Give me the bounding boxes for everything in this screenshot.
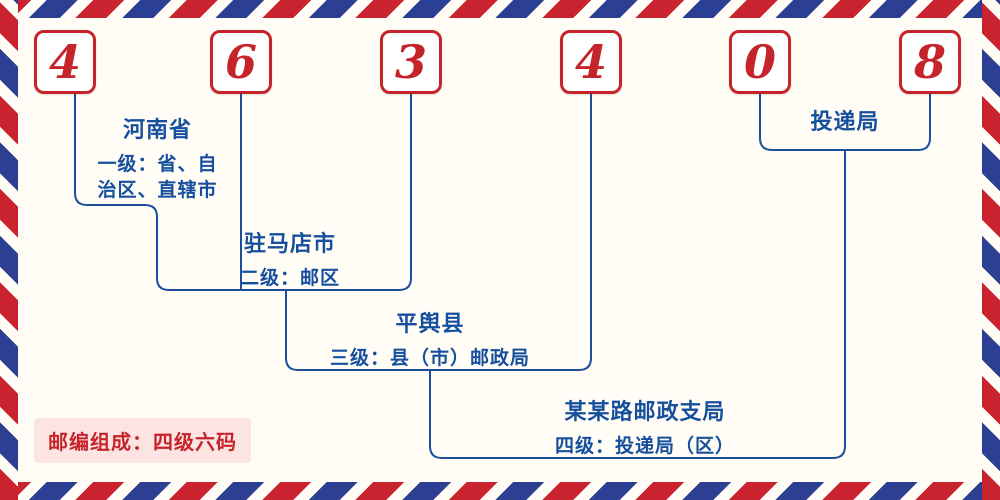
digit-box-4: 4 [560, 30, 622, 94]
digit: 6 [224, 35, 257, 89]
level1-description: 一级：省、自治区、直辖市 [97, 154, 218, 201]
digit-box-6: 8 [899, 30, 961, 94]
level1-place-name: 河南省 [122, 117, 192, 142]
digit: 4 [574, 35, 607, 89]
level2-description: 二级：邮区 [239, 268, 340, 289]
level4-place-name: 某某路邮政支局 [564, 399, 726, 424]
airmail-border-left [0, 0, 18, 500]
composition-note: 邮编组成：四级六码 [34, 418, 251, 463]
connector-level3 [285, 93, 592, 371]
level4-branch-label: 某某路邮政支局 四级：投递局（区） [515, 394, 775, 460]
level2-place-name: 驻马店市 [243, 231, 336, 256]
connector-level1 [74, 93, 412, 291]
digit-box-5: 0 [729, 30, 791, 94]
level4-description: 四级：投递局（区） [554, 436, 735, 457]
digit-box-1: 4 [34, 30, 96, 94]
airmail-border-top [0, 0, 1000, 18]
airmail-border-right [982, 0, 1000, 500]
delivery-office-label: 投递局 [785, 104, 905, 136]
level2-postal-zone-label: 驻马店市 二级：邮区 [210, 226, 370, 292]
level3-description: 三级：县（市）邮政局 [329, 348, 530, 369]
digit: 0 [743, 35, 776, 89]
level3-county-label: 平舆县 三级：县（市）邮政局 [300, 306, 560, 372]
digit: 8 [913, 35, 946, 89]
digit: 3 [394, 35, 427, 89]
airmail-border-bottom [0, 482, 1000, 500]
digit-box-3: 3 [380, 30, 442, 94]
digit: 4 [48, 35, 81, 89]
level1-province-label: 河南省 一级：省、自治区、直辖市 [80, 112, 235, 203]
connector-delivery [759, 93, 931, 151]
level3-place-name: 平舆县 [395, 311, 465, 336]
connector-level4 [429, 149, 846, 459]
delivery-office-name: 投递局 [810, 109, 880, 134]
digit-box-2: 6 [210, 30, 272, 94]
